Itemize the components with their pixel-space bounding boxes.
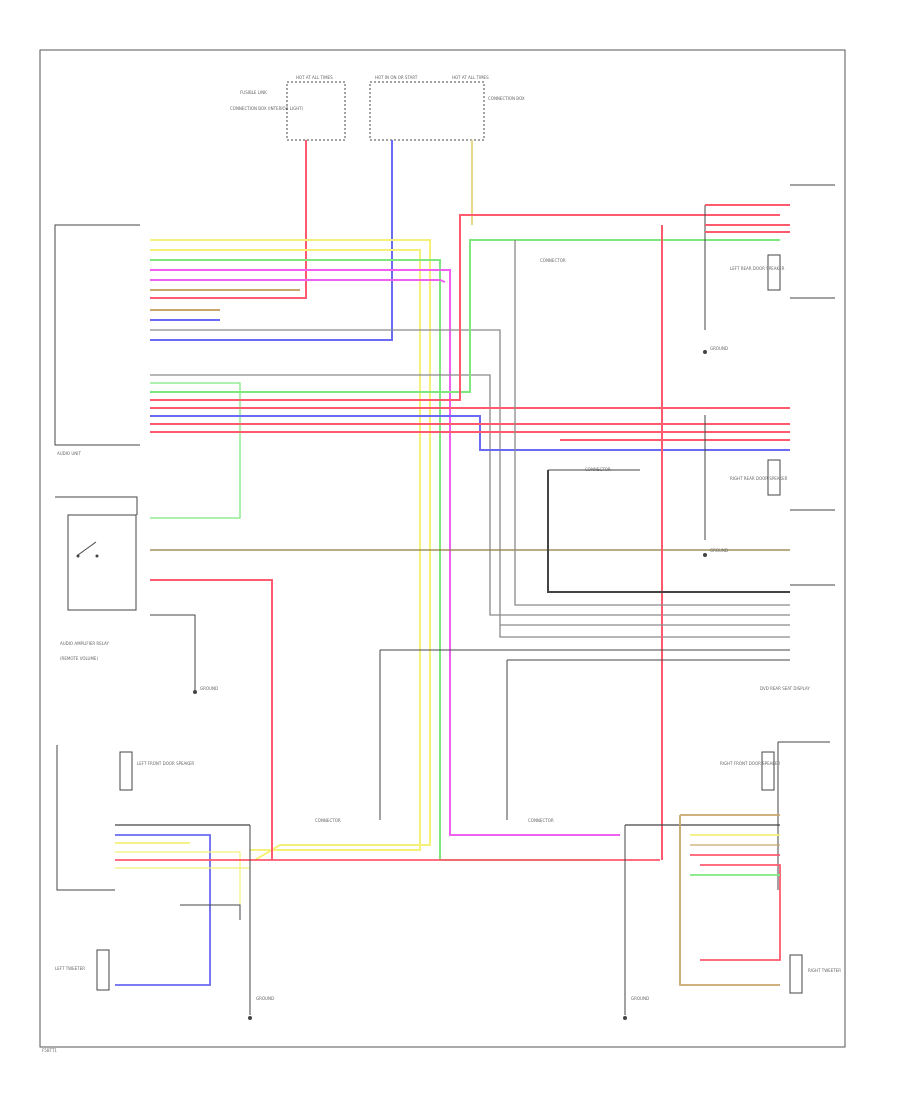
right-front-door-speaker: RIGHT FRONT DOOR SPEAKER: [720, 741, 830, 890]
footer-code: F5BTT1: [42, 1048, 57, 1053]
fuse-left-name: FUSIBLE LINK: [240, 90, 267, 95]
svg-text:GROUND: GROUND: [631, 996, 649, 1001]
fuse-block-left: HOT AT ALL TIMES FUSIBLE LINK CONNECTION…: [230, 75, 346, 141]
fuse-left-desc: CONNECTION BOX (INTERIOR LIGHT): [230, 106, 304, 111]
relay-label: AUDIO AMPLIFIER RELAY: [60, 641, 109, 646]
rf-door-label: RIGHT FRONT DOOR SPEAKER: [720, 761, 781, 766]
right-rear-speaker: RIGHT REAR DOOR SPEAKER: [730, 459, 835, 511]
right-tweeter-label: RIGHT TWEETER: [808, 968, 841, 973]
ground-symbol-3: GROUND: [623, 996, 649, 1020]
svg-text:GROUND: GROUND: [710, 346, 728, 351]
connector-label-3: CONNECTOR: [528, 818, 554, 823]
fuse-block-mid: HOT IN ON OR START HOT AT ALL TIMES CONN…: [369, 75, 525, 141]
audio-unit-block: AUDIO UNIT: [54, 224, 140, 456]
svg-text:GROUND: GROUND: [256, 996, 274, 1001]
left-front-door-speaker: LEFT FRONT DOOR SPEAKER: [56, 745, 194, 891]
fuse-mid-header: HOT IN ON OR START: [375, 75, 418, 80]
ground-symbol-2: GROUND: [248, 996, 274, 1020]
connector-label-1: CONNECTOR: [540, 258, 566, 263]
svg-text:GROUND: GROUND: [200, 686, 218, 691]
right-rear-label: RIGHT REAR DOOR SPEAKER: [730, 476, 788, 481]
left-tweeter-label: LEFT TWEETER: [55, 966, 85, 971]
ground-symbol-4: GROUND: [703, 346, 728, 354]
relay-label-2: (REMOTE VOLUME): [60, 656, 98, 661]
fuse-right-header: HOT AT ALL TIMES: [452, 75, 489, 80]
audio-unit-label: AUDIO UNIT: [57, 451, 81, 456]
fuse-left-header: HOT AT ALL TIMES: [296, 75, 333, 80]
lf-door-label: LEFT FRONT DOOR SPEAKER: [137, 761, 194, 766]
connector-label-2: CONNECTOR: [315, 818, 341, 823]
connector-label-4: CONNECTOR: [585, 467, 611, 472]
left-rear-speaker: LEFT REAR DOOR SPEAKER: [730, 184, 835, 299]
diagram-frame: [39, 49, 846, 1048]
fuse-right-desc: CONNECTION BOX: [488, 96, 525, 101]
ground-symbol-5: GROUND: [703, 548, 728, 557]
ground-symbol-1: GROUND: [193, 680, 218, 694]
relay-block: AUDIO AMPLIFIER RELAY (REMOTE VOLUME): [55, 496, 138, 661]
right-tweeter: RIGHT TWEETER: [789, 954, 841, 994]
left-rear-label: LEFT REAR DOOR SPEAKER: [730, 266, 785, 271]
rear-display: DVD REAR SEAT DISPLAY: [760, 584, 835, 691]
svg-text:GROUND: GROUND: [710, 548, 728, 553]
rear-display-label: DVD REAR SEAT DISPLAY: [760, 686, 810, 691]
left-tweeter: LEFT TWEETER: [55, 949, 110, 991]
